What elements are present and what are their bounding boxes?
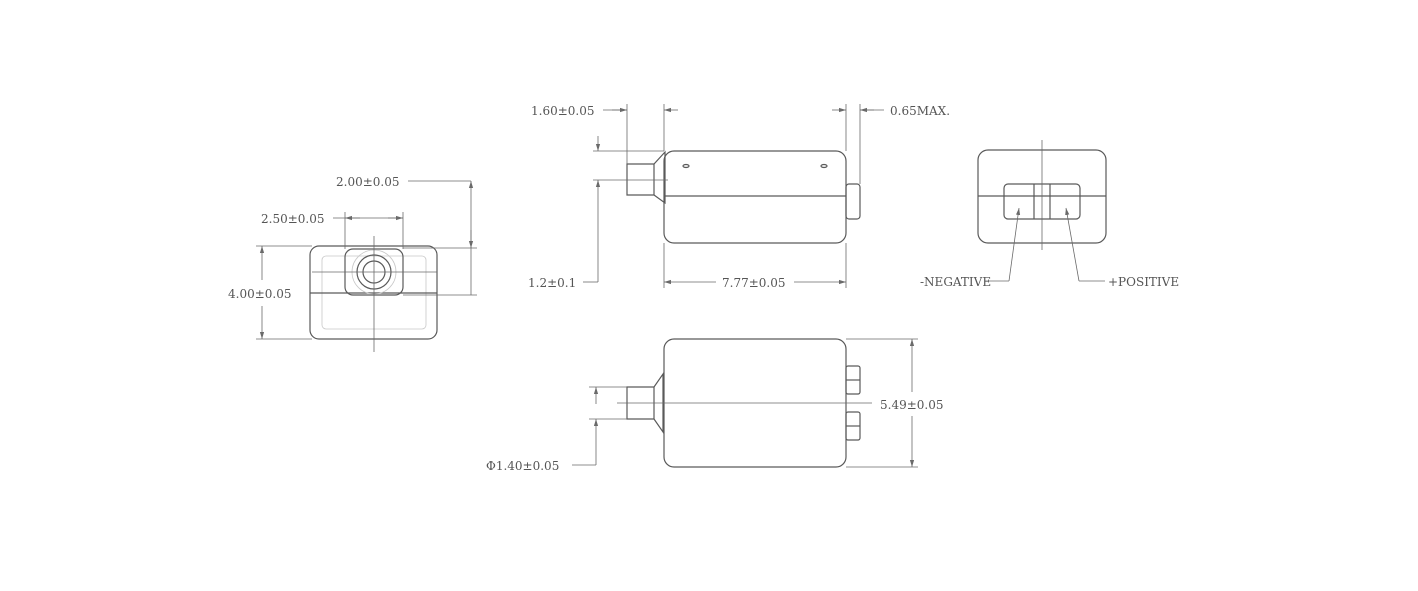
front-view: 2.00±0.05 2.50±0.05 4.00±0.05 [228,175,477,352]
top-shaft-dim: Φ1.40±0.05 [486,459,559,473]
front-shaft-dim: 2.50±0.05 [261,212,325,226]
rear-view: -NEGATIVE +POSITIVE [920,140,1179,289]
side-step-dim: 1.2±0.1 [528,276,576,290]
top-width-dim: 5.49±0.05 [880,398,944,412]
front-width-dim: 2.00±0.05 [336,175,400,189]
side-body [663,150,847,244]
side-length-dim: 7.77±0.05 [722,276,786,290]
top-view: 5.49±0.05 Φ1.40±0.05 [486,338,944,473]
side-terminal-dim: 0.65MAX. [890,104,950,118]
front-height-dim: 4.00±0.05 [228,287,292,301]
side-view: 1.60±0.05 0.65MAX. 1.2±0.1 7.77±0.05 [528,104,950,290]
negative-label: -NEGATIVE [920,275,991,289]
positive-label: +POSITIVE [1108,275,1179,289]
side-terminal [845,183,861,220]
side-shaft-length-dim: 1.60±0.05 [531,104,595,118]
side-shaft [626,150,666,205]
